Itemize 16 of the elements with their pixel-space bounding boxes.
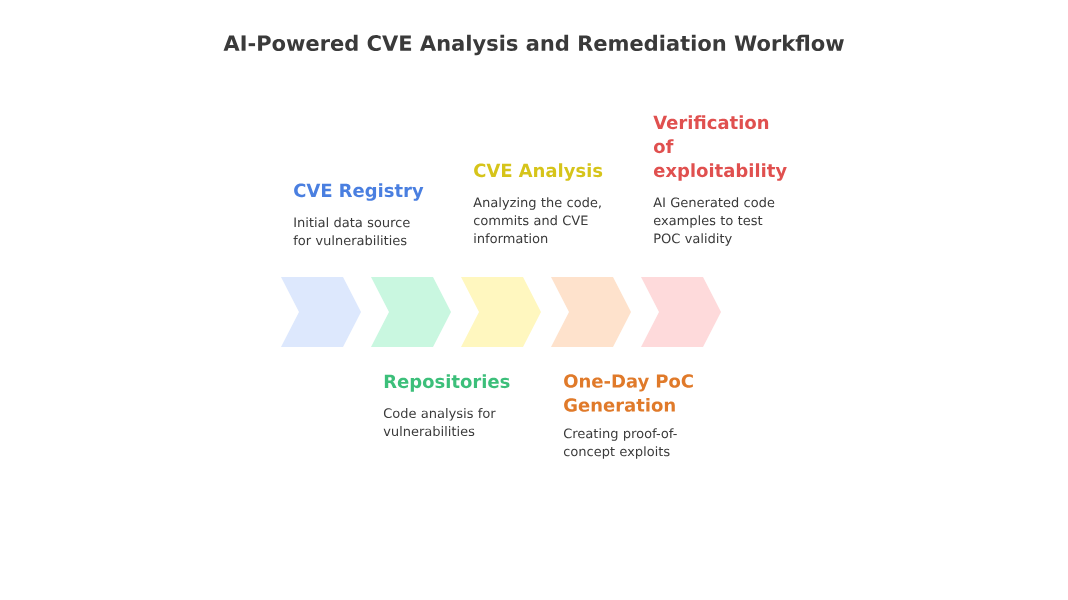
process-step: [641, 277, 721, 347]
diagram-title: AI-Powered CVE Analysis and Remediation Workflow: [223, 34, 844, 56]
step-heading: Repositories: [384, 374, 510, 392]
step-description: Analyzing the code, commits and CVE information: [473, 197, 601, 244]
process-step: [371, 277, 451, 347]
step-heading: Verification of exploitability: [653, 115, 787, 181]
step-description: AI Generated code examples to test POC validity: [653, 197, 775, 246]
step-description: Initial data source for vulnerabilities: [293, 217, 410, 246]
step-description: Creating proof-of-concept exploits: [563, 428, 677, 459]
process-step: [281, 277, 361, 347]
step-heading: One-Day PoC Generation: [564, 374, 693, 412]
step-heading: CVE Registry: [294, 183, 424, 201]
step-heading: CVE Analysis: [474, 163, 603, 181]
process-step: [551, 277, 631, 347]
process-step: [461, 277, 541, 347]
step-description: Code analysis for vulnerabilities: [383, 408, 496, 437]
